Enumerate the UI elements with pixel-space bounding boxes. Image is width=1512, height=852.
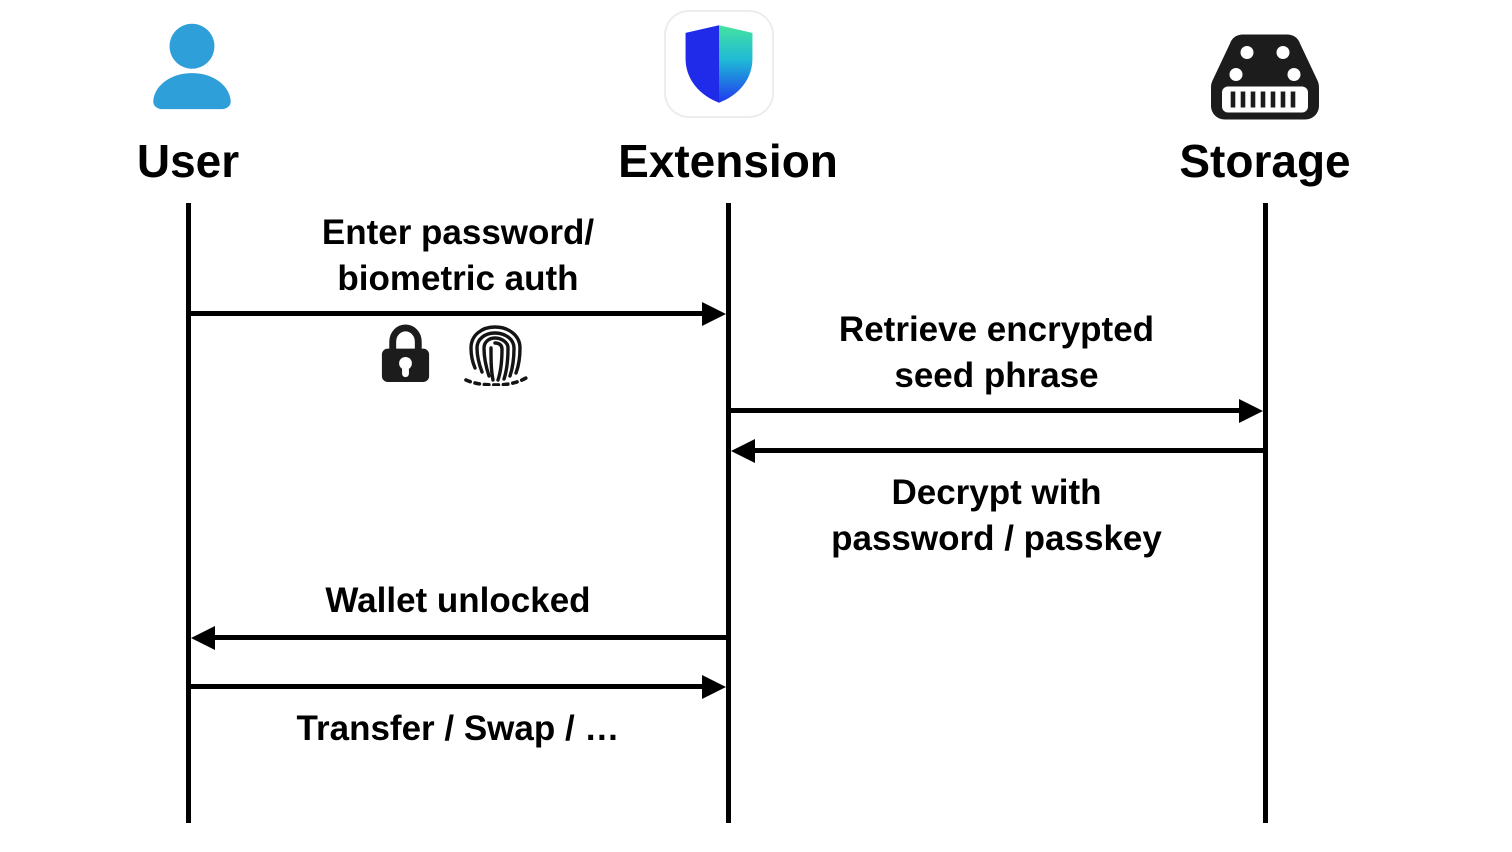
actor-label-user: User bbox=[136, 135, 240, 187]
arrow-user-to-extension bbox=[191, 311, 704, 316]
arrowhead-right-icon bbox=[702, 675, 726, 699]
arrowhead-right-icon bbox=[702, 302, 726, 326]
extension-app-icon bbox=[664, 10, 774, 118]
fingerprint-icon bbox=[463, 324, 529, 387]
message-label-decrypt: Decrypt with password / passkey bbox=[728, 470, 1265, 562]
message-line: Retrieve encrypted bbox=[838, 310, 1155, 349]
lock-icon bbox=[377, 322, 434, 385]
message-line: biometric auth bbox=[337, 259, 579, 298]
message-line: Transfer / Swap / … bbox=[296, 709, 620, 748]
memory-chip-icon bbox=[1209, 31, 1321, 124]
arrowhead-right-icon bbox=[1239, 399, 1263, 423]
lifeline-extension bbox=[726, 203, 731, 823]
arrow-storage-to-extension bbox=[753, 448, 1263, 453]
user-icon bbox=[147, 22, 237, 110]
actor-label-storage: Storage bbox=[1179, 135, 1351, 187]
message-label-enter-password: Enter password/ biometric auth bbox=[188, 210, 728, 302]
message-line: Wallet unlocked bbox=[325, 581, 591, 620]
arrow-user-to-extension-2 bbox=[191, 684, 704, 689]
message-line: password / passkey bbox=[831, 519, 1162, 558]
shield-logo-icon bbox=[685, 25, 753, 103]
message-label-wallet-unlocked: Wallet unlocked bbox=[188, 578, 728, 624]
actor-label-extension: Extension bbox=[618, 135, 838, 187]
message-line: Enter password/ bbox=[321, 213, 595, 252]
lifeline-storage bbox=[1263, 203, 1268, 823]
message-label-retrieve-seed: Retrieve encrypted seed phrase bbox=[728, 307, 1265, 399]
lifeline-user bbox=[186, 203, 191, 823]
message-line: Decrypt with bbox=[891, 473, 1102, 512]
arrowhead-left-icon bbox=[731, 439, 755, 463]
message-line: seed phrase bbox=[894, 356, 1099, 395]
arrow-extension-to-storage bbox=[731, 408, 1241, 413]
arrow-extension-to-user bbox=[213, 635, 726, 640]
arrowhead-left-icon bbox=[191, 626, 215, 650]
message-label-transfer-swap: Transfer / Swap / … bbox=[188, 706, 728, 752]
